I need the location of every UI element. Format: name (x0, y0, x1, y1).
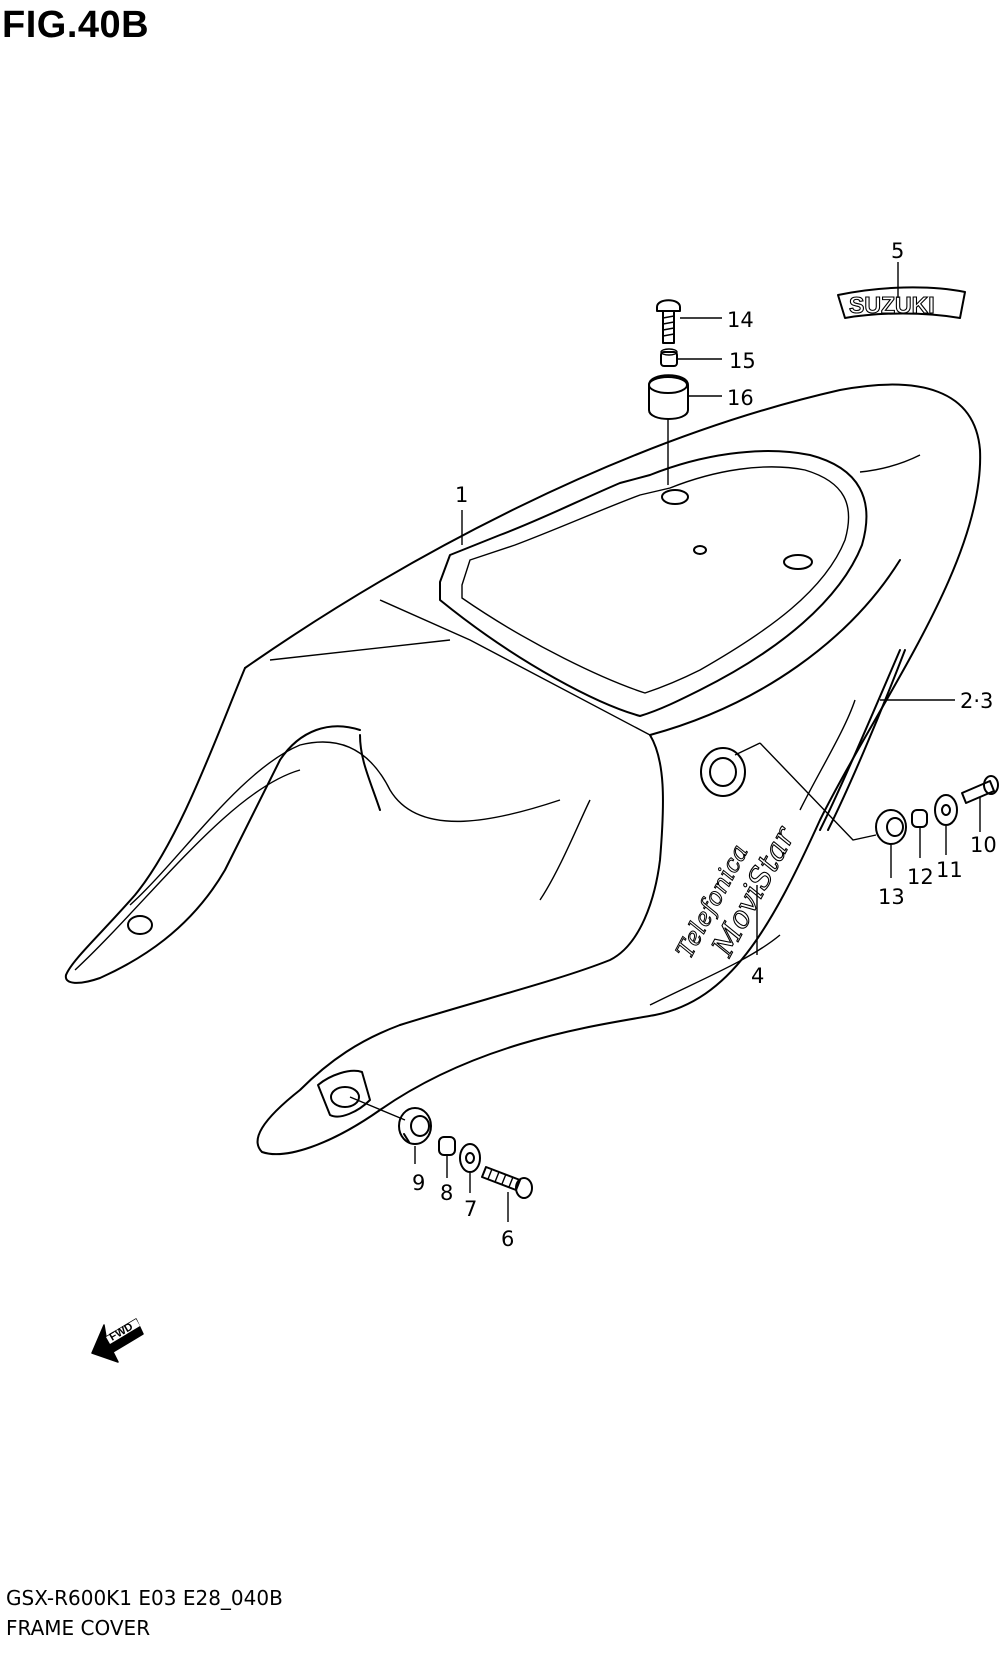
callout-13: 13 (878, 885, 905, 909)
callout-8: 8 (440, 1181, 453, 1205)
suzuki-emblem[interactable]: SUZUKI (837, 286, 966, 319)
cushion-16[interactable] (648, 374, 689, 420)
callout-9: 9 (412, 1171, 425, 1195)
callout-16: 16 (727, 386, 754, 410)
washer-7[interactable] (459, 1143, 481, 1173)
fwd-arrow-icon: FWD (91, 1318, 144, 1363)
bolt-10[interactable] (961, 775, 999, 804)
frame-cover-body[interactable] (64, 383, 982, 1156)
suzuki-emblem-text: SUZUKI (849, 292, 935, 318)
model-code: GSX-R600K1 E03 E28_040B (6, 1586, 283, 1610)
callout-7: 7 (464, 1197, 477, 1221)
collar-12[interactable] (911, 809, 928, 828)
spacer-15[interactable] (660, 348, 678, 367)
bolt-6[interactable] (481, 1166, 533, 1199)
callout-10: 10 (970, 833, 997, 857)
section-name: FRAME COVER (6, 1616, 151, 1640)
bolt-14[interactable] (656, 299, 681, 344)
grommet-9[interactable] (398, 1107, 432, 1145)
callout-6: 6 (501, 1227, 514, 1251)
callout-15: 15 (729, 349, 756, 373)
callout-12: 12 (907, 865, 934, 889)
collar-8[interactable] (438, 1136, 456, 1156)
callout-5: 5 (891, 239, 904, 263)
washer-11[interactable] (934, 794, 958, 826)
callout-1: 1 (455, 483, 468, 507)
grommet-13[interactable] (875, 809, 907, 845)
leader-lines (349, 262, 981, 1222)
sponsor-decal[interactable]: Telefonica MoviStar (670, 807, 804, 980)
figure-title: FIG.40B (2, 4, 150, 46)
callout-4: 4 (751, 964, 764, 988)
callout-11: 11 (936, 858, 963, 882)
callout-14: 14 (727, 308, 754, 332)
callout-2-3: 2·3 (960, 689, 993, 713)
